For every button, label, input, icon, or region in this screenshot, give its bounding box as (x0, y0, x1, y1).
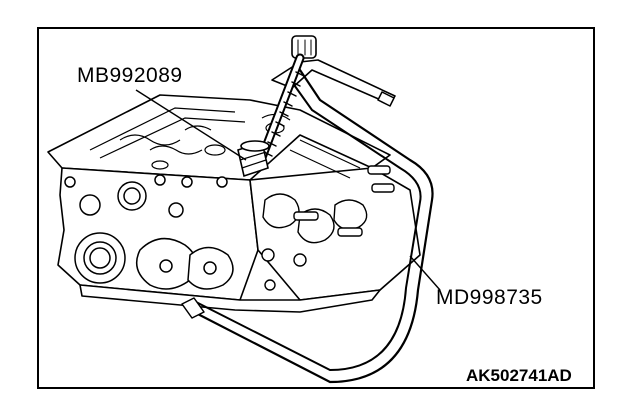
head-side-features (261, 165, 395, 291)
head-top-details (89, 107, 361, 179)
leader-line-mb992089 (135, 89, 247, 161)
valve-spring-adapter (237, 140, 270, 178)
leader-line-md998735 (409, 255, 441, 291)
callout-mb992089: MB992089 (77, 64, 183, 87)
head-front-features (64, 174, 234, 290)
figure-id-code: AK502741AD (466, 366, 572, 385)
c-frame-compressor (181, 35, 434, 384)
callout-md998735: MD998735 (436, 286, 543, 309)
